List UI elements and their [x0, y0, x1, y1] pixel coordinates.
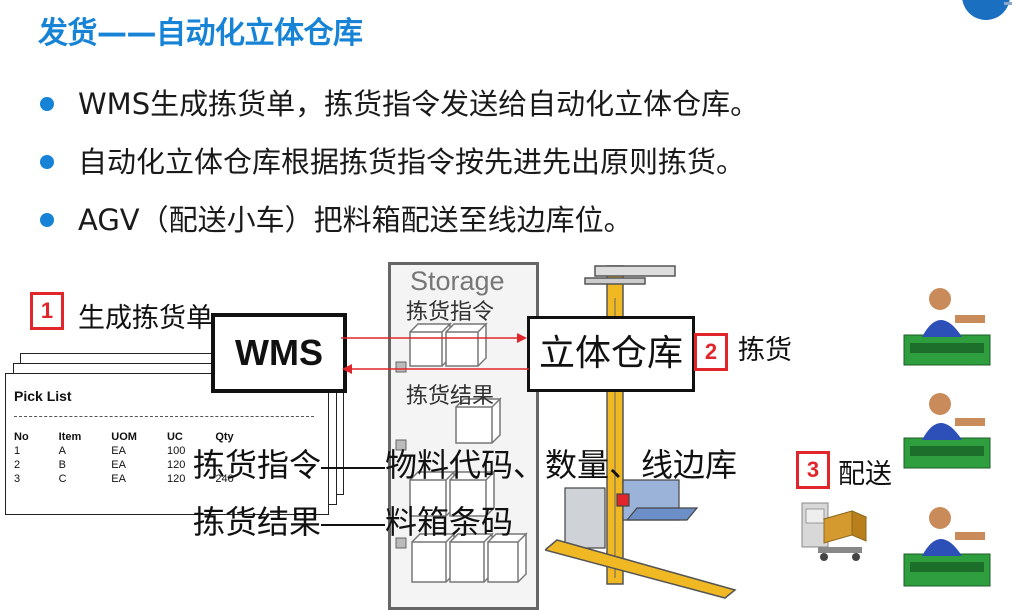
table-cell: 120	[166, 459, 186, 471]
arrow-label-instruction: 拣货指令	[406, 300, 495, 325]
table-cell: EA	[111, 459, 126, 471]
pick-list-document: Pick List No Item UOM UC Qty 1 A EA 100 …	[5, 373, 329, 515]
table-cell: 120	[166, 473, 186, 485]
arrow-head-right-icon	[517, 333, 527, 343]
storage-boxes	[395, 322, 528, 583]
table-cell: 1	[14, 445, 21, 457]
table-cell: EA	[111, 445, 126, 457]
stacker-crane-illustration	[545, 265, 737, 599]
column-header: No	[14, 431, 29, 443]
connector-line	[321, 523, 386, 526]
table-cell: 100	[166, 445, 186, 457]
table-cell: 3	[14, 473, 21, 485]
storage-label: Storage	[410, 266, 505, 296]
pick-list-divider	[14, 416, 314, 417]
table-header-row: No Item UOM UC Qty	[14, 430, 264, 444]
step-2-badge: 2	[694, 333, 728, 371]
bullet-item: 自动化立体仓库根据拣货指令按先进先出原则拣货。	[40, 142, 759, 200]
wms-box: WMS	[211, 313, 347, 393]
step-3-badge: 3	[796, 451, 830, 489]
mapping-instruction-right: 物料代码、数量、线边库	[385, 446, 738, 484]
mapping-instruction: 拣货指令 物料代码、数量、线边库	[193, 440, 737, 486]
pick-list-table: No Item UOM UC Qty 1 A EA 100 2 B EA 120…	[14, 430, 264, 486]
exchange-arrows	[341, 333, 529, 374]
table-row: 1 A EA 100	[14, 444, 264, 458]
table-row: 2 B EA 120	[14, 458, 264, 472]
column-header: UOM	[111, 431, 137, 443]
column-header: Item	[58, 431, 82, 443]
bullet-item: WMS生成拣货单，拣货指令发送给自动化立体仓库。	[40, 84, 759, 142]
connector-line	[321, 466, 386, 469]
table-row: 3 C EA 120 240	[14, 472, 264, 486]
workstation-worker-icon	[903, 288, 991, 366]
bullet-dot-icon	[40, 97, 54, 111]
bullet-text: 自动化立体仓库根据拣货指令按先进先出原则拣货。	[78, 145, 746, 179]
column-header: UC	[166, 431, 183, 443]
table-cell: 2	[14, 459, 21, 471]
warehouse-box: 立体仓库	[527, 316, 695, 392]
table-cell: 240	[215, 473, 234, 485]
table-cell: B	[58, 459, 67, 471]
mapping-instruction-left: 拣货指令	[193, 446, 322, 484]
workstation-worker-icon	[903, 393, 991, 469]
step-3-label: 配送	[838, 459, 892, 490]
mapping-result: 拣货结果 料箱条码	[193, 497, 513, 543]
logo-mark	[1004, 2, 1012, 5]
bullet-list: WMS生成拣货单，拣货指令发送给自动化立体仓库。 自动化立体仓库根据拣货指令按先…	[40, 84, 759, 258]
column-header: Qty	[215, 431, 234, 443]
mapping-result-left: 拣货结果	[193, 503, 322, 541]
step-1-label: 生成拣货单	[78, 303, 213, 334]
step-2-label: 拣货	[738, 335, 792, 366]
table-cell: C	[58, 473, 67, 485]
pick-list-title: Pick List	[14, 388, 72, 404]
arrow-label-result: 拣货结果	[406, 384, 495, 409]
logo	[962, 0, 1010, 20]
table-cell: A	[58, 445, 67, 457]
step-1-badge: 1	[30, 292, 64, 330]
bullet-item: AGV（配送小车）把料箱配送至线边库位。	[40, 200, 759, 258]
agv-icon	[801, 502, 868, 561]
bullet-dot-icon	[40, 213, 54, 227]
bullet-text: WMS生成拣货单，拣货指令发送给自动化立体仓库。	[78, 87, 760, 121]
workstation-worker-icon	[903, 507, 991, 587]
bullet-text: AGV（配送小车）把料箱配送至线边库位。	[78, 203, 633, 237]
table-cell: EA	[111, 473, 126, 485]
page-title: 发货——自动化立体仓库	[38, 16, 363, 51]
arrow-head-left-icon	[342, 364, 352, 374]
bullet-dot-icon	[40, 155, 54, 169]
mapping-result-right: 料箱条码	[385, 503, 514, 541]
